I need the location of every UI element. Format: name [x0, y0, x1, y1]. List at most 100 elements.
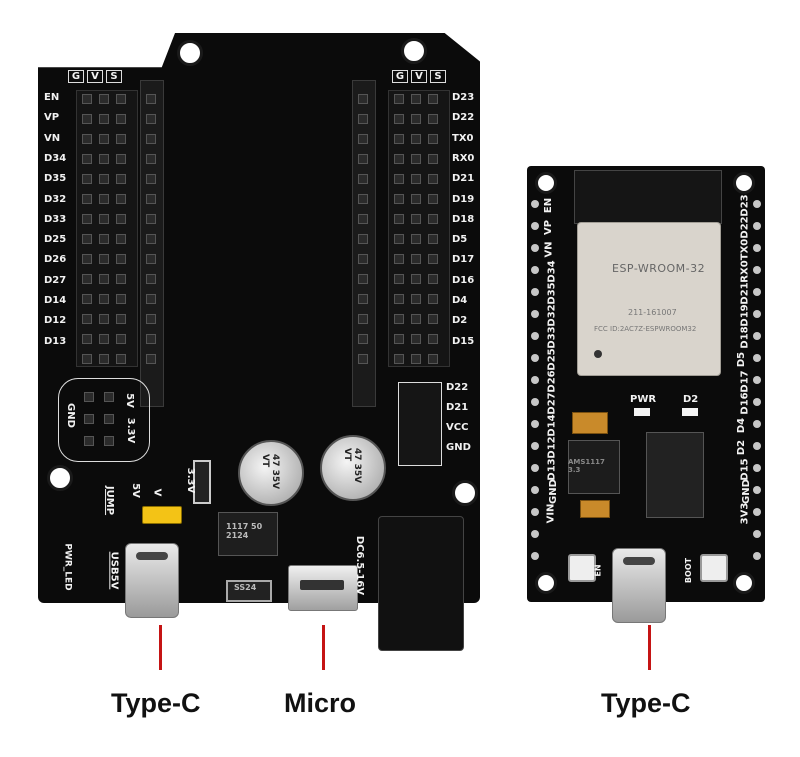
- en-button[interactable]: [568, 554, 596, 582]
- pin-label: D26: [546, 370, 558, 393]
- header-pin: [99, 274, 109, 284]
- header-pin: [116, 254, 126, 264]
- mount-hole: [535, 572, 557, 594]
- header-pin: [428, 134, 438, 144]
- pin-label: D18: [452, 213, 475, 225]
- esp-pin: [531, 354, 539, 362]
- mount-hole: [733, 172, 755, 194]
- voltage-regulator: [218, 512, 278, 556]
- capacitor-2: [320, 435, 386, 501]
- v5-label: 5V: [123, 393, 135, 408]
- pin-label: D14: [44, 295, 67, 306]
- pin-label: D21: [446, 402, 469, 413]
- header-pin: [411, 314, 421, 324]
- header-pin: [411, 114, 421, 124]
- pwr-led-label: PWR_LED: [62, 543, 73, 591]
- header-pin: [99, 94, 109, 104]
- esp-pin: [531, 376, 539, 384]
- esp-pin: [531, 398, 539, 406]
- esp-pin: [753, 486, 761, 494]
- header-pin: [358, 174, 368, 184]
- header-pin: [428, 174, 438, 184]
- header-pin: [82, 214, 92, 224]
- micro-usb-slot: [300, 580, 344, 590]
- header-pin: [99, 174, 109, 184]
- header-pin: [146, 274, 156, 284]
- pin-label: D25: [546, 348, 558, 371]
- jumper-cap[interactable]: [142, 506, 182, 524]
- esp-pin: [753, 530, 761, 538]
- esp-pin: [753, 376, 761, 384]
- col-label: V: [411, 70, 427, 83]
- pin-label: EN: [543, 197, 555, 214]
- header-pin: [146, 174, 156, 184]
- dc-barrel-jack[interactable]: [378, 516, 464, 651]
- en-label: EN: [593, 564, 603, 577]
- left-usb-c-port[interactable]: [125, 543, 179, 618]
- header-pin: [411, 354, 421, 364]
- header-pin: [411, 194, 421, 204]
- header-pin: [394, 254, 404, 264]
- pin-label: RX0: [452, 152, 475, 164]
- header-pin: [116, 214, 126, 224]
- pin-label: D16: [739, 392, 751, 415]
- tantalum-cap-2: [580, 500, 610, 518]
- module-fcc: FCC ID:2AC7Z-ESPWROOM32: [594, 325, 697, 333]
- header-pin: [428, 274, 438, 284]
- ams-text: AMS1117 3.3: [568, 458, 605, 474]
- header-pin: [358, 254, 368, 264]
- pin-label: D12: [546, 436, 558, 459]
- pin-label: TX0: [452, 132, 474, 144]
- header-pin: [394, 354, 404, 364]
- header-pin: [116, 114, 126, 124]
- header-pin: [99, 314, 109, 324]
- left-pin-header: [76, 90, 138, 367]
- header-pin: [116, 154, 126, 164]
- header-pin: [116, 94, 126, 104]
- esp-pin: [753, 244, 761, 252]
- usb-serial-chip: [646, 432, 704, 518]
- pin-label: TX0: [739, 238, 751, 261]
- pin-label: D27: [546, 392, 558, 415]
- header-pin: [411, 274, 421, 284]
- header-pin: [358, 354, 368, 364]
- header-pin: [428, 94, 438, 104]
- header-pin: [358, 114, 368, 124]
- header-pin: [99, 214, 109, 224]
- module-id: 211-161007: [628, 308, 677, 317]
- jump-5v-label: 5V: [129, 483, 141, 498]
- esp-pin: [531, 530, 539, 538]
- d2-led: [682, 408, 698, 416]
- pin-label: D22: [452, 112, 475, 124]
- module-dot: [594, 350, 602, 358]
- header-pin: [411, 334, 421, 344]
- esp-pin: [753, 222, 761, 230]
- header-pin: [394, 334, 404, 344]
- pwr-led: [634, 408, 650, 416]
- pin-label: D19: [452, 193, 475, 205]
- header-pin: [82, 254, 92, 264]
- pin-label: VN: [44, 132, 61, 144]
- header-pin: [428, 254, 438, 264]
- header-pin: [82, 274, 92, 284]
- header-pin: [146, 294, 156, 304]
- pin-label: D5: [452, 234, 468, 246]
- esp-wroom-module: [577, 222, 721, 376]
- pin-label: VN: [543, 241, 555, 258]
- left-typec-line: [159, 625, 162, 670]
- esp-pin: [531, 310, 539, 318]
- esp-pin: [531, 442, 539, 450]
- esp-pin: [531, 464, 539, 472]
- pin-label: D32: [44, 193, 67, 205]
- right-usb-c-port[interactable]: [612, 548, 666, 623]
- header-pin: [411, 234, 421, 244]
- esp-pin: [531, 552, 539, 560]
- header-pin: [146, 234, 156, 244]
- capacitor-1: [238, 440, 304, 506]
- pin-label: GND: [740, 479, 752, 504]
- pin-label: D13: [44, 335, 67, 347]
- boot-button[interactable]: [700, 554, 728, 582]
- capacitor-2-text: 47 35V VT: [342, 448, 362, 484]
- header-pin: [84, 414, 94, 424]
- header-pin: [358, 134, 368, 144]
